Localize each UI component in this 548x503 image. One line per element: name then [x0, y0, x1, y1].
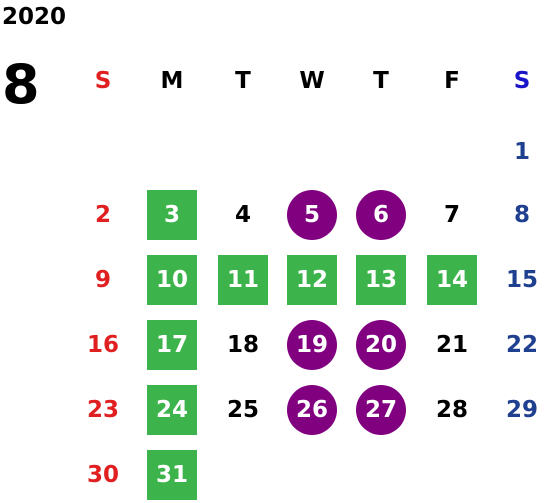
day-cell-20[interactable]: 20 — [356, 320, 406, 370]
weekday-sun: S — [94, 68, 112, 94]
day-cell-9[interactable]: 9 — [94, 267, 111, 293]
weekday-wed: W — [299, 68, 325, 94]
day-cell-30[interactable]: 30 — [86, 462, 119, 488]
day-cell-5[interactable]: 5 — [287, 190, 337, 240]
weekday-fri: F — [444, 68, 460, 94]
day-cell-3[interactable]: 3 — [147, 190, 197, 240]
day-cell-10[interactable]: 10 — [147, 255, 197, 305]
day-cell-23[interactable]: 23 — [86, 397, 119, 423]
weekday-sat: S — [513, 68, 531, 94]
day-cell-17[interactable]: 17 — [147, 320, 197, 370]
weekday-mon: M — [160, 68, 184, 94]
day-cell-13[interactable]: 13 — [356, 255, 406, 305]
day-cell-12[interactable]: 12 — [287, 255, 337, 305]
weekday-tue: T — [235, 68, 251, 94]
day-cell-26[interactable]: 26 — [287, 385, 337, 435]
day-cell-6[interactable]: 6 — [356, 190, 406, 240]
weekday-thu: T — [373, 68, 389, 94]
day-cell-15[interactable]: 15 — [505, 267, 538, 293]
year-label: 2020 — [2, 4, 67, 30]
day-cell-2[interactable]: 2 — [94, 202, 111, 228]
day-cell-24[interactable]: 24 — [147, 385, 197, 435]
day-cell-18[interactable]: 18 — [226, 332, 259, 358]
day-cell-21[interactable]: 21 — [435, 332, 468, 358]
day-cell-28[interactable]: 28 — [435, 397, 468, 423]
day-cell-11[interactable]: 11 — [218, 255, 268, 305]
day-cell-1[interactable]: 1 — [513, 139, 530, 165]
day-cell-8[interactable]: 8 — [513, 202, 530, 228]
day-cell-29[interactable]: 29 — [505, 397, 538, 423]
day-cell-4[interactable]: 4 — [234, 202, 251, 228]
day-cell-16[interactable]: 16 — [86, 332, 119, 358]
month-number: 8 — [2, 53, 40, 116]
day-cell-22[interactable]: 22 — [505, 332, 538, 358]
day-cell-7[interactable]: 7 — [443, 202, 460, 228]
day-cell-19[interactable]: 19 — [287, 320, 337, 370]
day-cell-25[interactable]: 25 — [226, 397, 259, 423]
day-cell-27[interactable]: 27 — [356, 385, 406, 435]
day-cell-14[interactable]: 14 — [427, 255, 477, 305]
day-cell-31[interactable]: 31 — [147, 450, 197, 500]
